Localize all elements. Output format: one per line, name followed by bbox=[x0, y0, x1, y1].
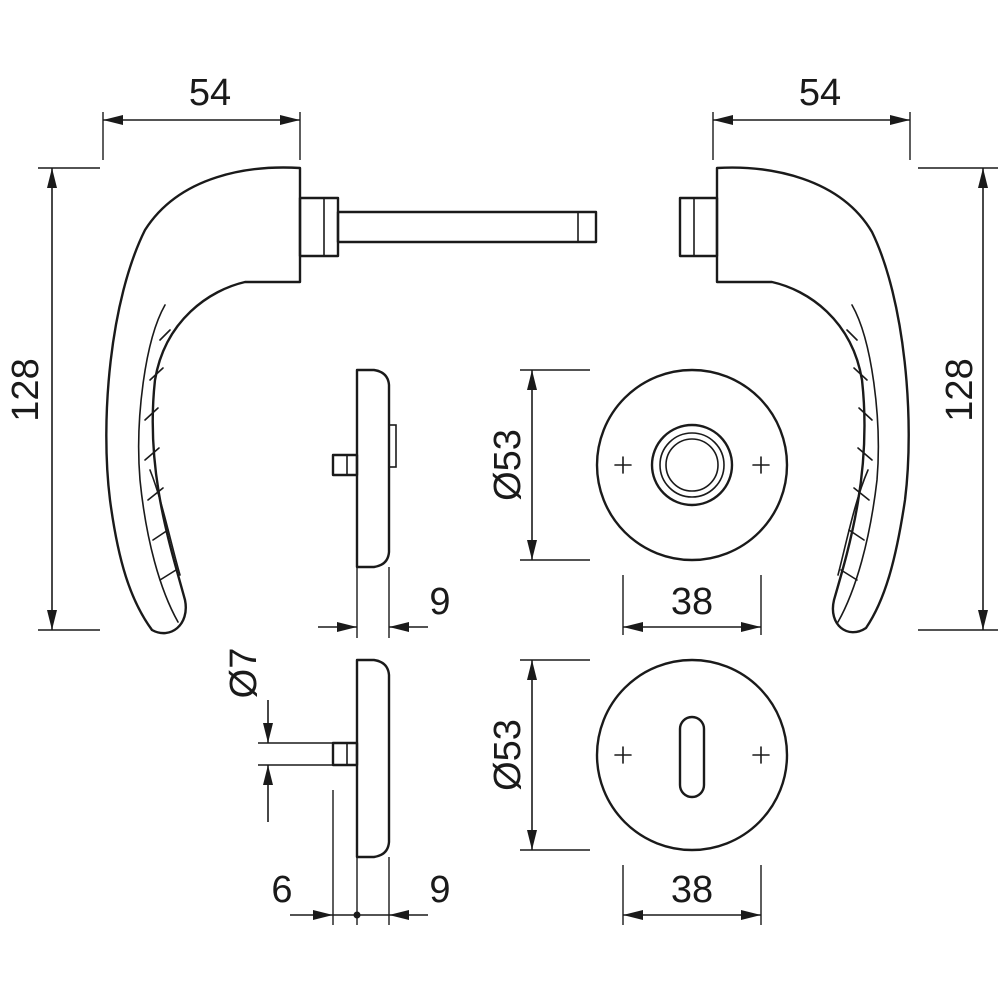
escutcheon-inner-dimension: 38 bbox=[622, 865, 762, 925]
escutcheon-diameter-label: Ø53 bbox=[487, 719, 529, 791]
left-lever-spindle bbox=[298, 196, 598, 258]
screw-hole-right bbox=[752, 746, 770, 764]
rose-thickness-dimension: 9 bbox=[318, 567, 451, 638]
left-height-label: 128 bbox=[5, 358, 47, 421]
right-height-dimension: 128 bbox=[918, 167, 998, 631]
escutcheon-front-view bbox=[595, 658, 789, 852]
right-height-label: 128 bbox=[939, 358, 981, 421]
rose-side-view bbox=[331, 368, 397, 569]
rose-thickness-label: 9 bbox=[429, 581, 450, 623]
right-width-dimension: 54 bbox=[712, 72, 911, 160]
pin-length-label: 6 bbox=[271, 869, 292, 911]
escutcheon-thickness-label: 9 bbox=[429, 869, 450, 911]
left-height-dimension: 128 bbox=[5, 167, 100, 631]
keyhole-slot bbox=[678, 715, 706, 799]
rose-diameter-dimension: Ø53 bbox=[487, 369, 590, 561]
screw-hole-left bbox=[614, 746, 632, 764]
right-lever-handle bbox=[715, 166, 910, 634]
rose-diameter-label: Ø53 bbox=[487, 429, 529, 501]
screw-hole-right bbox=[752, 456, 770, 474]
left-width-label: 54 bbox=[189, 72, 231, 114]
rose-inner-label: 38 bbox=[671, 581, 713, 623]
screw-hole-left bbox=[614, 456, 632, 474]
right-lever-spindle-stub bbox=[678, 196, 719, 258]
rose-inner-dimension: 38 bbox=[622, 575, 762, 635]
pin-diameter-dimension: Ø7 bbox=[223, 648, 333, 822]
escutcheon-inner-label: 38 bbox=[671, 869, 713, 911]
pin-diameter-label: Ø7 bbox=[223, 648, 265, 699]
left-lever-handle bbox=[105, 166, 302, 635]
right-width-label: 54 bbox=[799, 72, 841, 114]
rose-front-view bbox=[595, 368, 789, 562]
escutcheon-diameter-dimension: Ø53 bbox=[487, 659, 590, 851]
escutcheon-side-view bbox=[331, 658, 391, 859]
escutcheon-thickness-dimension: 6 9 bbox=[271, 790, 451, 925]
left-width-dimension: 54 bbox=[102, 72, 301, 160]
